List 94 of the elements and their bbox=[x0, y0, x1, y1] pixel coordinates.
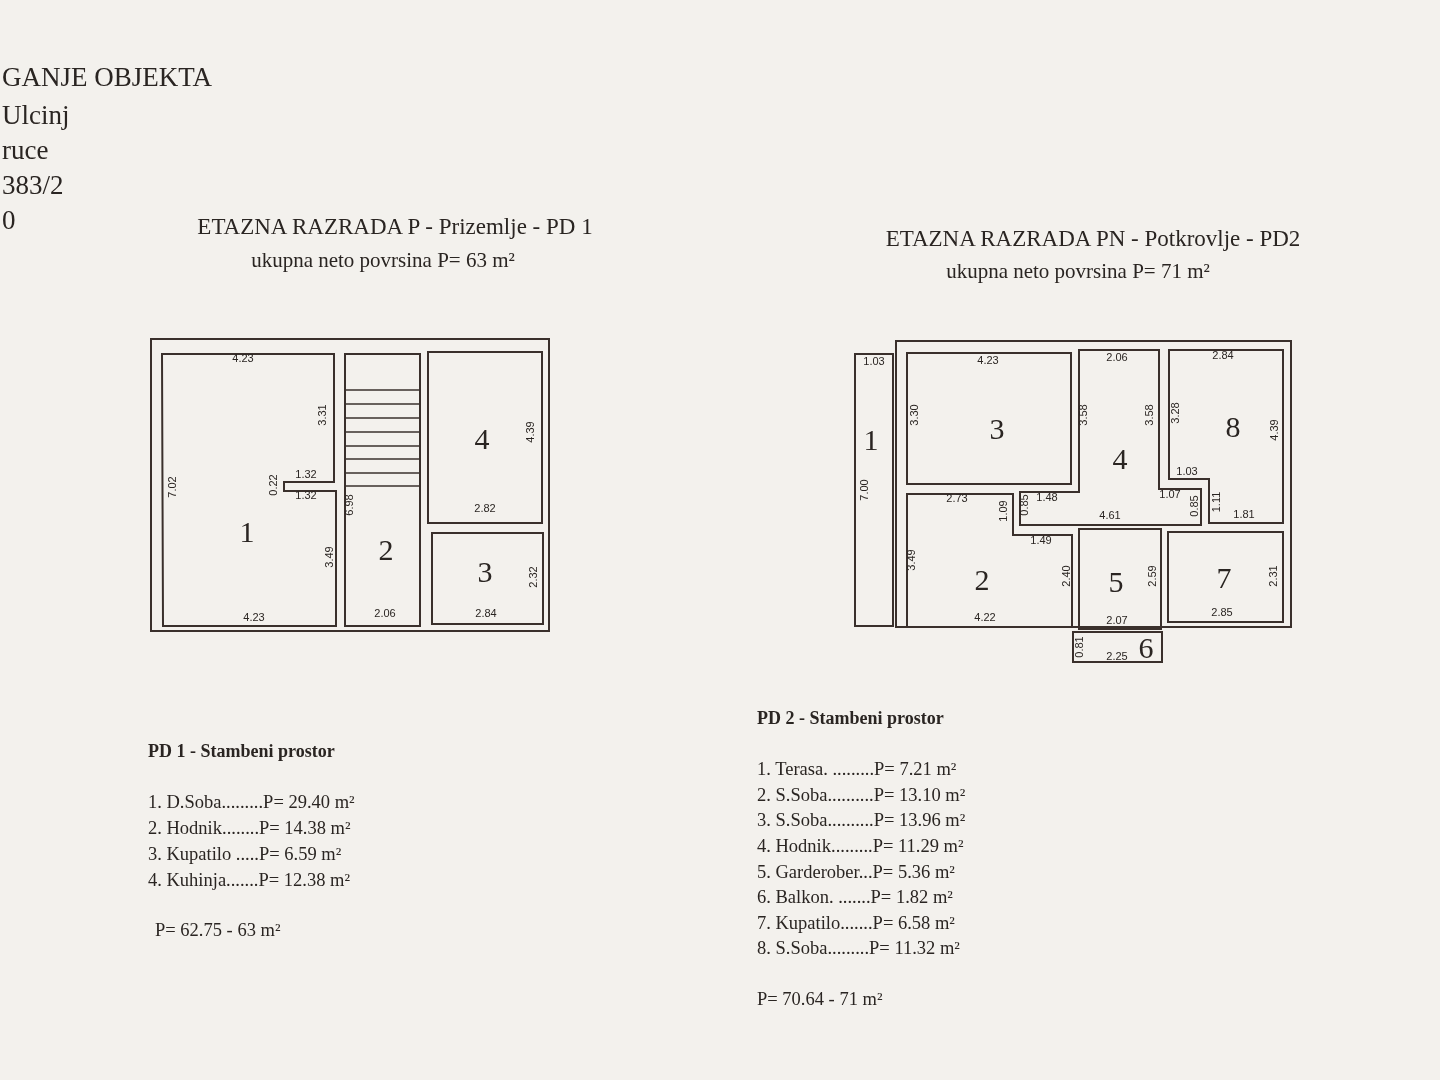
dimension-label: 2.40 bbox=[1060, 565, 1072, 587]
dimension-label: 4.23 bbox=[243, 611, 265, 623]
dimension-label: 3.31 bbox=[316, 404, 328, 426]
plan-title: ETAZNA RAZRADA P - Prizemlje - PD 1 bbox=[197, 214, 593, 238]
area-list-item: 3. S.Soba..........P= 13.96 m² bbox=[757, 810, 966, 830]
dimension-label: 1.49 bbox=[1030, 534, 1052, 546]
dimension-label: 1.32 bbox=[295, 468, 317, 480]
list-heading: PD 2 - Stambeni prostor bbox=[757, 709, 944, 727]
plan-subtitle: ukupna neto povrsina P= 63 m² bbox=[251, 249, 515, 271]
header-text: 0 bbox=[2, 206, 16, 234]
room-number: 4 bbox=[1112, 444, 1128, 474]
dimension-label: 2.85 bbox=[1211, 606, 1233, 618]
dimension-label: 7.02 bbox=[166, 476, 178, 498]
area-list-item: 2. Hodnik........P= 14.38 m² bbox=[148, 818, 351, 838]
area-list-item: 1. Terasa. .........P= 7.21 m² bbox=[757, 759, 957, 779]
dimension-label: 1.32 bbox=[295, 489, 317, 501]
room bbox=[907, 353, 1071, 484]
dimension-label: 2.82 bbox=[474, 502, 496, 514]
room bbox=[432, 533, 543, 624]
dimension-label: 2.06 bbox=[374, 607, 396, 619]
dimension-label: 1.48 bbox=[1036, 491, 1058, 503]
dimension-label: 3.28 bbox=[1169, 402, 1181, 424]
area-list-item: 2. S.Soba..........P= 13.10 m² bbox=[757, 785, 966, 805]
dimension-label: 7.00 bbox=[858, 479, 870, 501]
area-list-item: 7. Kupatilo.......P= 6.58 m² bbox=[757, 913, 955, 933]
dimension-label: 4.61 bbox=[1099, 509, 1121, 521]
dimension-label: 2.84 bbox=[475, 607, 497, 619]
floor-plan-outline bbox=[150, 338, 550, 632]
area-list-item: 6. Balkon. .......P= 1.82 m² bbox=[757, 887, 953, 907]
dimension-label: 1.81 bbox=[1233, 508, 1255, 520]
room bbox=[907, 494, 1072, 627]
plan-subtitle: ukupna neto povrsina P= 71 m² bbox=[946, 260, 1210, 282]
room-number: 4 bbox=[474, 424, 490, 454]
dimension-label: 0.85 bbox=[1188, 495, 1200, 517]
room-number: 1 bbox=[863, 425, 879, 455]
dimension-label: 3.49 bbox=[905, 549, 917, 571]
dimension-label: 3.58 bbox=[1077, 404, 1089, 426]
room-number: 7 bbox=[1216, 563, 1232, 593]
room-number: 5 bbox=[1108, 567, 1124, 597]
dimension-label: 2.07 bbox=[1106, 614, 1128, 626]
dimension-label: 1.09 bbox=[997, 500, 1009, 522]
room-number: 3 bbox=[477, 557, 493, 587]
dimension-label: 2.32 bbox=[527, 566, 539, 588]
dimension-label: 3.30 bbox=[908, 404, 920, 426]
dimension-label: 0.81 bbox=[1073, 636, 1085, 658]
dimension-label: 6.98 bbox=[343, 494, 355, 516]
dimension-label: 4.23 bbox=[977, 354, 999, 366]
area-list-item: 1. D.Soba.........P= 29.40 m² bbox=[148, 792, 355, 812]
dimension-label: 2.84 bbox=[1212, 349, 1234, 361]
room bbox=[162, 354, 336, 626]
dimension-label: 4.39 bbox=[1268, 419, 1280, 441]
dimension-label: 2.73 bbox=[946, 492, 968, 504]
dimension-label: 2.31 bbox=[1267, 565, 1279, 587]
dimension-label: 2.59 bbox=[1146, 565, 1158, 587]
header-text: 383/2 bbox=[2, 171, 64, 199]
dimension-label: 2.06 bbox=[1106, 351, 1128, 363]
area-list-item: 3. Kupatilo .....P= 6.59 m² bbox=[148, 844, 342, 864]
header-text: Ulcinj bbox=[2, 101, 70, 129]
dimension-label: 4.23 bbox=[232, 352, 254, 364]
dimension-label: 0.22 bbox=[267, 474, 279, 496]
dimension-label: 1.07 bbox=[1159, 488, 1181, 500]
room-number: 6 bbox=[1138, 633, 1154, 663]
plan-title: ETAZNA RAZRADA PN - Potkrovlje - PD2 bbox=[885, 226, 1301, 250]
header-text: GANJE OBJEKTA bbox=[2, 63, 213, 91]
room bbox=[1020, 350, 1201, 525]
list-heading: PD 1 - Stambeni prostor bbox=[148, 742, 335, 760]
room-number: 8 bbox=[1225, 412, 1241, 442]
area-list-item: P= 70.64 - 71 m² bbox=[757, 989, 883, 1009]
room bbox=[428, 352, 542, 523]
room-number: 2 bbox=[974, 565, 990, 595]
dimension-label: 4.22 bbox=[974, 611, 996, 623]
dimension-label: 2.25 bbox=[1106, 650, 1128, 662]
floor-plan-outline bbox=[895, 340, 1292, 628]
area-list-item: 4. Hodnik.........P= 11.29 m² bbox=[757, 836, 964, 856]
dimension-label: 4.39 bbox=[524, 421, 536, 443]
room bbox=[1079, 529, 1161, 629]
room bbox=[1073, 632, 1162, 662]
area-list-item: 5. Garderober...P= 5.36 m² bbox=[757, 862, 955, 882]
dimension-label: 1.11 bbox=[1210, 491, 1222, 513]
dimension-label: 1.03 bbox=[863, 355, 885, 367]
area-list-item: 4. Kuhinja.......P= 12.38 m² bbox=[148, 870, 350, 890]
area-list-item: 8. S.Soba.........P= 11.32 m² bbox=[757, 938, 960, 958]
room bbox=[345, 354, 420, 626]
dimension-label: 3.49 bbox=[323, 546, 335, 568]
header-text: ruce bbox=[2, 136, 49, 164]
area-list-item: P= 62.75 - 63 m² bbox=[155, 920, 281, 940]
room-number: 2 bbox=[378, 535, 394, 565]
dimension-label: 3.58 bbox=[1143, 404, 1155, 426]
room-number: 3 bbox=[989, 414, 1005, 444]
dimension-label: 0.85 bbox=[1018, 494, 1030, 516]
dimension-label: 1.03 bbox=[1176, 465, 1198, 477]
room-number: 1 bbox=[239, 517, 255, 547]
room bbox=[855, 354, 893, 626]
room bbox=[1168, 532, 1283, 622]
